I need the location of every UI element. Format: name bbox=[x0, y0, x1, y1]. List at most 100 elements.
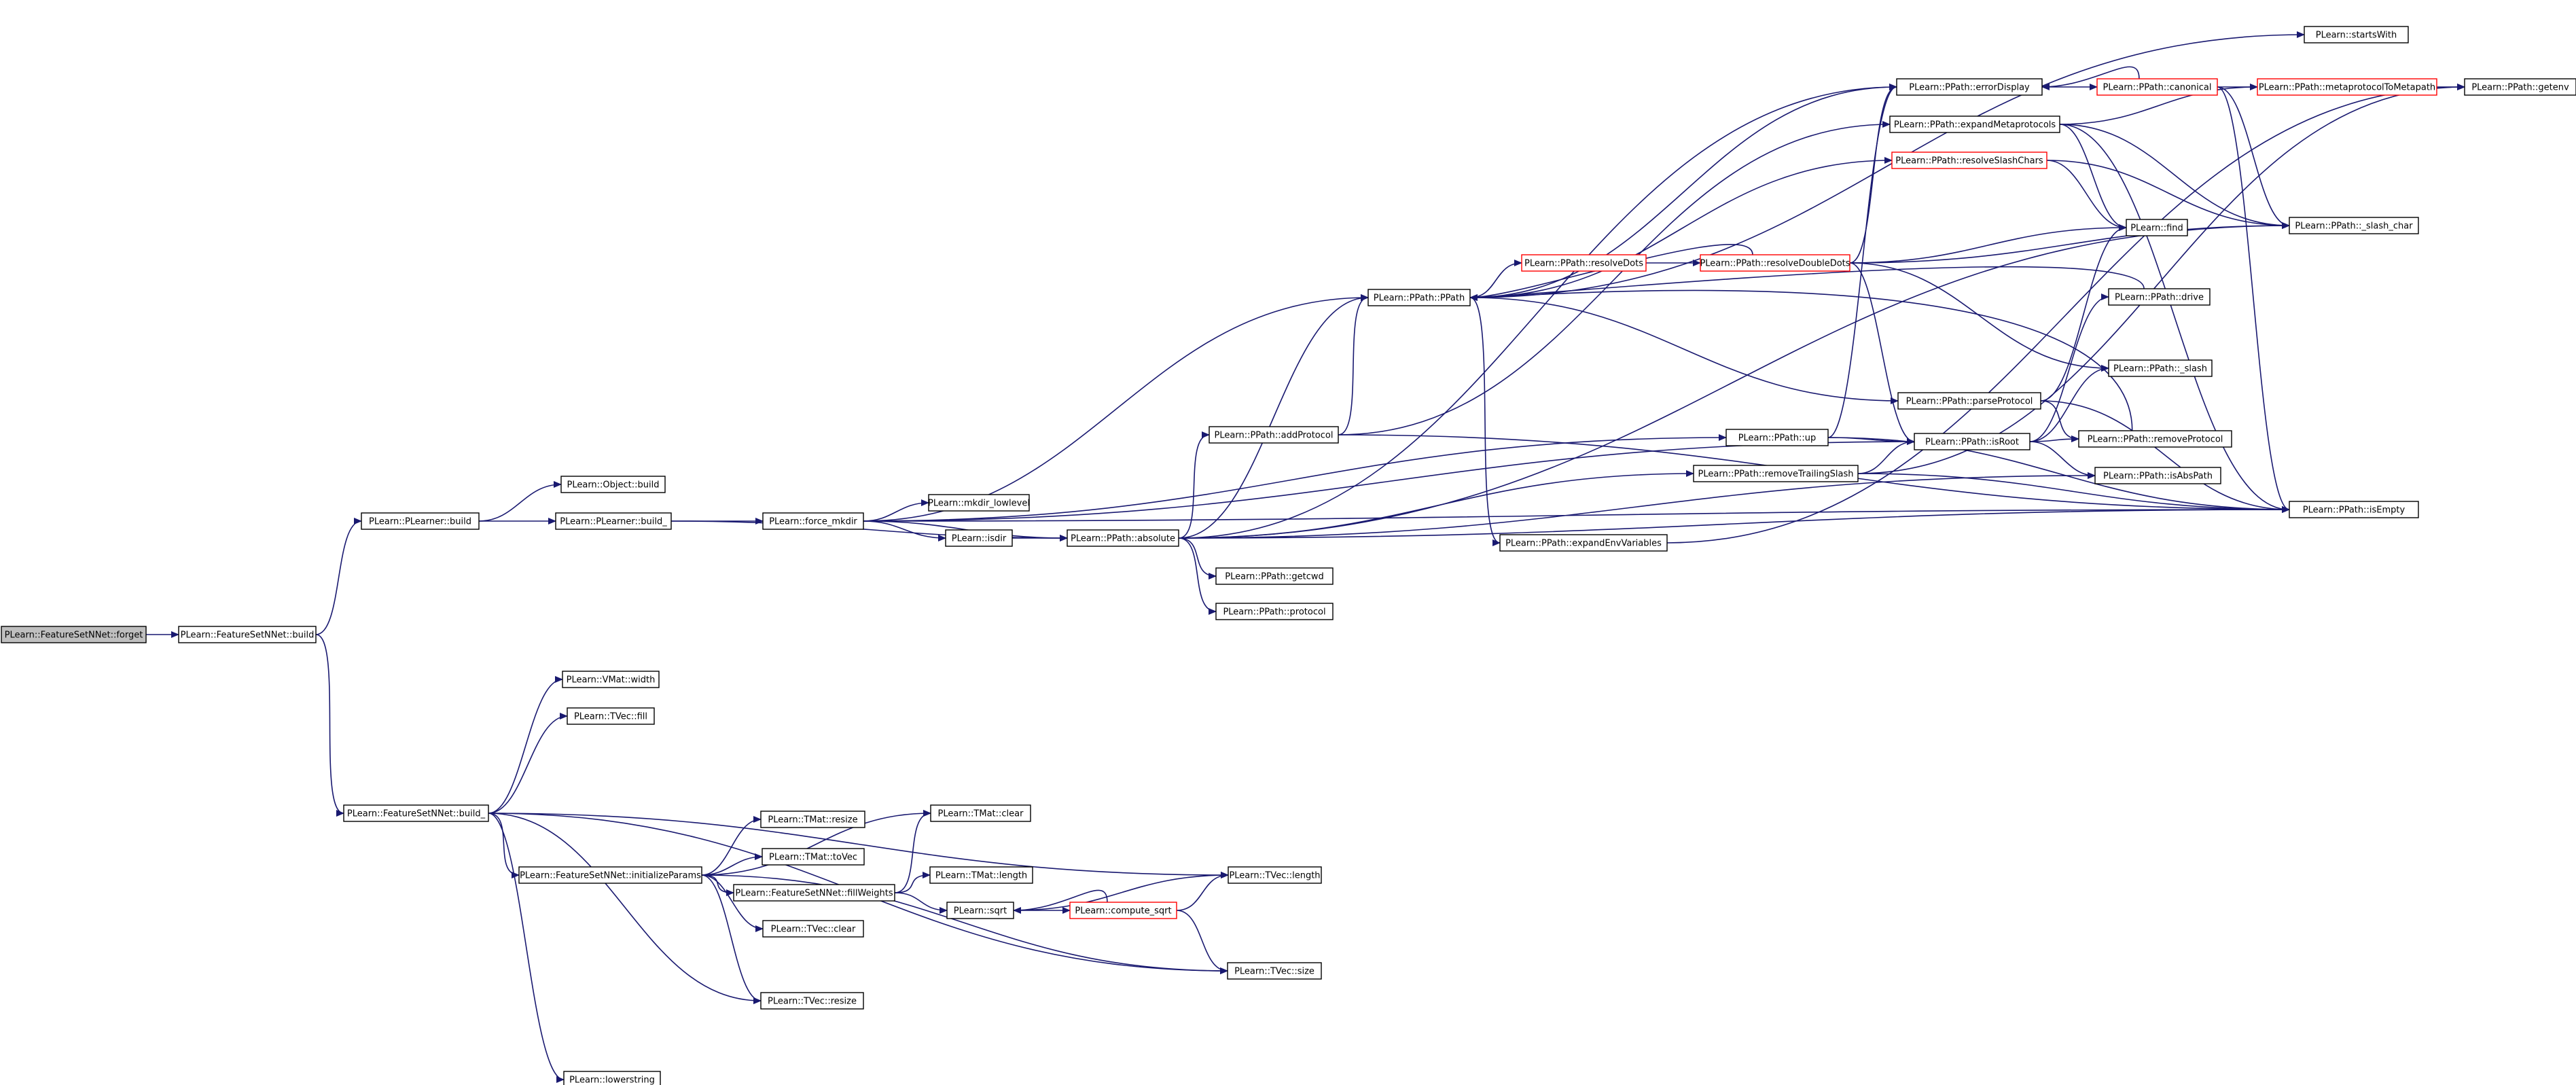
edge-absolute-to-slashchar bbox=[1178, 222, 2290, 539]
node-absolute[interactable]: PLearn::PPath::absolute bbox=[1067, 529, 1179, 547]
node-sqrt[interactable]: PLearn::sqrt bbox=[946, 902, 1014, 919]
node-box bbox=[2094, 467, 2221, 484]
edge-plbuild-to-objbuild bbox=[478, 481, 562, 522]
edge-fsbuild-to-fsbuild_ bbox=[315, 634, 344, 817]
node-resdd[interactable]: PLearn::PPath::resolveDoubleDots bbox=[1700, 254, 1850, 272]
node-tmatlength[interactable]: PLearn::TMat::length bbox=[929, 866, 1033, 884]
edge-expenv-to-getenv bbox=[1666, 84, 2465, 544]
node-isempty[interactable]: PLearn::PPath::isEmpty bbox=[2289, 501, 2419, 518]
node-box bbox=[1896, 78, 2043, 96]
node-fillw[interactable]: PLearn::FeatureSetNNet::fillWeights bbox=[733, 884, 895, 902]
node-tvecfill[interactable]: PLearn::TVec::fill bbox=[567, 707, 655, 725]
node-label: PLearn::FeatureSetNNet::fillWeights bbox=[735, 889, 893, 899]
node-initparams[interactable]: PLearn::FeatureSetNNet::initializeParams bbox=[518, 866, 702, 884]
edge-fsbuild_-to-tveclength bbox=[488, 813, 1229, 878]
node-label: PLearn::TVec::fill bbox=[574, 712, 647, 722]
node-up[interactable]: PLearn::PPath::up bbox=[1725, 429, 1829, 446]
node-ppath[interactable]: PLearn::PPath::PPath bbox=[1367, 289, 1471, 306]
node-label: PLearn::find bbox=[2130, 224, 2183, 234]
node-canonical[interactable]: PLearn::PPath::canonical bbox=[2096, 78, 2218, 96]
node-label: PLearn::FeatureSetNNet::initializeParams bbox=[520, 871, 701, 881]
node-box bbox=[1889, 115, 2060, 133]
node-label: PLearn::PPath::absolute bbox=[1071, 534, 1175, 544]
node-label: PLearn::PPath::PPath bbox=[1374, 294, 1465, 304]
edge-compsqrt-to-tveclength bbox=[1176, 872, 1229, 911]
node-label: PLearn::PPath::canonical bbox=[2103, 83, 2212, 93]
node-parseprot[interactable]: PLearn::PPath::parseProtocol bbox=[1897, 392, 2041, 410]
node-vmatwidth[interactable]: PLearn::VMat::width bbox=[562, 671, 660, 688]
node-tvecresize[interactable]: PLearn::TVec::resize bbox=[760, 992, 864, 1010]
node-label: PLearn::FeatureSetNNet::build_ bbox=[347, 809, 486, 819]
node-slashchar[interactable]: PLearn::PPath::_slash_char bbox=[2289, 217, 2419, 234]
node-compsqrt[interactable]: PLearn::compute_sqrt bbox=[1069, 902, 1177, 919]
node-tmatresize[interactable]: PLearn::TMat::resize bbox=[760, 811, 865, 828]
node-fsbuild[interactable]: PLearn::FeatureSetNNet::build bbox=[178, 626, 317, 643]
node-getcwd[interactable]: PLearn::PPath::getcwd bbox=[1215, 567, 1334, 585]
node-label: PLearn::TVec::clear bbox=[771, 925, 856, 935]
edge-forcemkdir-to-mkdirlow bbox=[863, 499, 929, 522]
node-tvecsize[interactable]: PLearn::TVec::size bbox=[1227, 962, 1322, 980]
edge-ppath-to-errdisp bbox=[1469, 84, 1897, 298]
node-removeprot[interactable]: PLearn::PPath::removeProtocol bbox=[2078, 430, 2232, 448]
node-objbuild[interactable]: PLearn::Object::build bbox=[560, 476, 666, 493]
node-drive[interactable]: PLearn::PPath::drive bbox=[2108, 288, 2211, 306]
node-box bbox=[1067, 529, 1179, 547]
node-lowerstring[interactable]: PLearn::lowerstring bbox=[563, 1071, 661, 1085]
edge-layer bbox=[145, 31, 2465, 1083]
node-isdir[interactable]: PLearn::isdir bbox=[945, 529, 1013, 547]
node-tmattovec[interactable]: PLearn::TMat::toVec bbox=[762, 848, 865, 866]
edge-resdd-to-errdisp bbox=[1849, 84, 1897, 264]
node-addprot[interactable]: PLearn::PPath::addProtocol bbox=[1209, 426, 1339, 444]
node-label: PLearn::PPath::resolveSlashChars bbox=[1895, 156, 2043, 166]
node-box bbox=[560, 476, 666, 493]
node-label: PLearn::PPath::resolveDots bbox=[1524, 259, 1643, 269]
node-tvecclear[interactable]: PLearn::TVec::clear bbox=[762, 920, 864, 938]
edge-initparams-to-tvecsize bbox=[701, 874, 1228, 974]
node-tveclength[interactable]: PLearn::TVec::length bbox=[1228, 866, 1322, 884]
node-box bbox=[178, 626, 317, 643]
node-getenv[interactable]: PLearn::PPath::getenv bbox=[2464, 78, 2576, 96]
node-mkdirlow[interactable]: PLearn::mkdir_lowlevel bbox=[928, 494, 1030, 512]
node-fsbuild_[interactable]: PLearn::FeatureSetNNet::build_ bbox=[343, 804, 489, 822]
edge-expmeta-to-find bbox=[2059, 124, 2127, 231]
edge-resslash-to-slashchar bbox=[2046, 160, 2290, 229]
edge-ppath-to-resdots bbox=[1469, 260, 1522, 298]
node-box bbox=[1069, 902, 1177, 919]
node-label: PLearn::sqrt bbox=[954, 906, 1007, 917]
node-isabspath[interactable]: PLearn::PPath::isAbsPath bbox=[2094, 467, 2221, 484]
node-label: PLearn::PPath::getcwd bbox=[1225, 572, 1323, 582]
node-find[interactable]: PLearn::find bbox=[2126, 219, 2188, 236]
edge-fillw-to-tmatclear bbox=[894, 810, 931, 893]
node-box bbox=[563, 1071, 661, 1085]
node-box bbox=[562, 671, 660, 688]
node-box bbox=[1897, 392, 2041, 410]
node-box bbox=[1521, 254, 1647, 272]
node-label: PLearn::force_mkdir bbox=[769, 517, 857, 527]
node-remtrail[interactable]: PLearn::PPath::removeTrailingSlash bbox=[1693, 465, 1859, 482]
node-label: PLearn::PPath::removeProtocol bbox=[2088, 435, 2223, 445]
node-resdots[interactable]: PLearn::PPath::resolveDots bbox=[1521, 254, 1647, 272]
node-slash[interactable]: PLearn::PPath::_slash bbox=[2108, 359, 2213, 377]
node-label: PLearn::PPath::metaprotocolToMetapath bbox=[2259, 83, 2435, 93]
node-expenv[interactable]: PLearn::PPath::expandEnvVariables bbox=[1499, 534, 1668, 552]
edge-canonical-to-isempty bbox=[2217, 86, 2290, 513]
edge-remtrail-to-getenv bbox=[1857, 84, 2465, 474]
node-box bbox=[1215, 603, 1334, 620]
node-isroot[interactable]: PLearn::PPath::isRoot bbox=[1914, 433, 2031, 450]
node-plbuild[interactable]: PLearn::PLearner::build bbox=[361, 512, 480, 530]
node-resslash[interactable]: PLearn::PPath::resolveSlashChars bbox=[1891, 152, 2047, 169]
node-box bbox=[2108, 288, 2211, 306]
node-expmeta[interactable]: PLearn::PPath::expandMetaprotocols bbox=[1889, 115, 2060, 133]
node-tmatclear[interactable]: PLearn::TMat::clear bbox=[930, 804, 1031, 822]
node-errdisp[interactable]: PLearn::PPath::errorDisplay bbox=[1896, 78, 2043, 96]
node-forget[interactable]: PLearn::FeatureSetNNet::forget bbox=[1, 626, 147, 643]
node-meta2path[interactable]: PLearn::PPath::metaprotocolToMetapath bbox=[2257, 78, 2437, 96]
node-startswith[interactable]: PLearn::startsWith bbox=[2304, 26, 2409, 43]
node-protocol[interactable]: PLearn::PPath::protocol bbox=[1215, 603, 1334, 620]
node-forcemkdir[interactable]: PLearn::force_mkdir bbox=[762, 512, 864, 530]
edge-initparams-to-fillw bbox=[701, 874, 734, 896]
node-plbuild_[interactable]: PLearn::PLearner::build_ bbox=[555, 512, 672, 530]
node-label: PLearn::TMat::length bbox=[935, 871, 1027, 881]
edge-isroot-to-drive bbox=[2029, 294, 2109, 442]
